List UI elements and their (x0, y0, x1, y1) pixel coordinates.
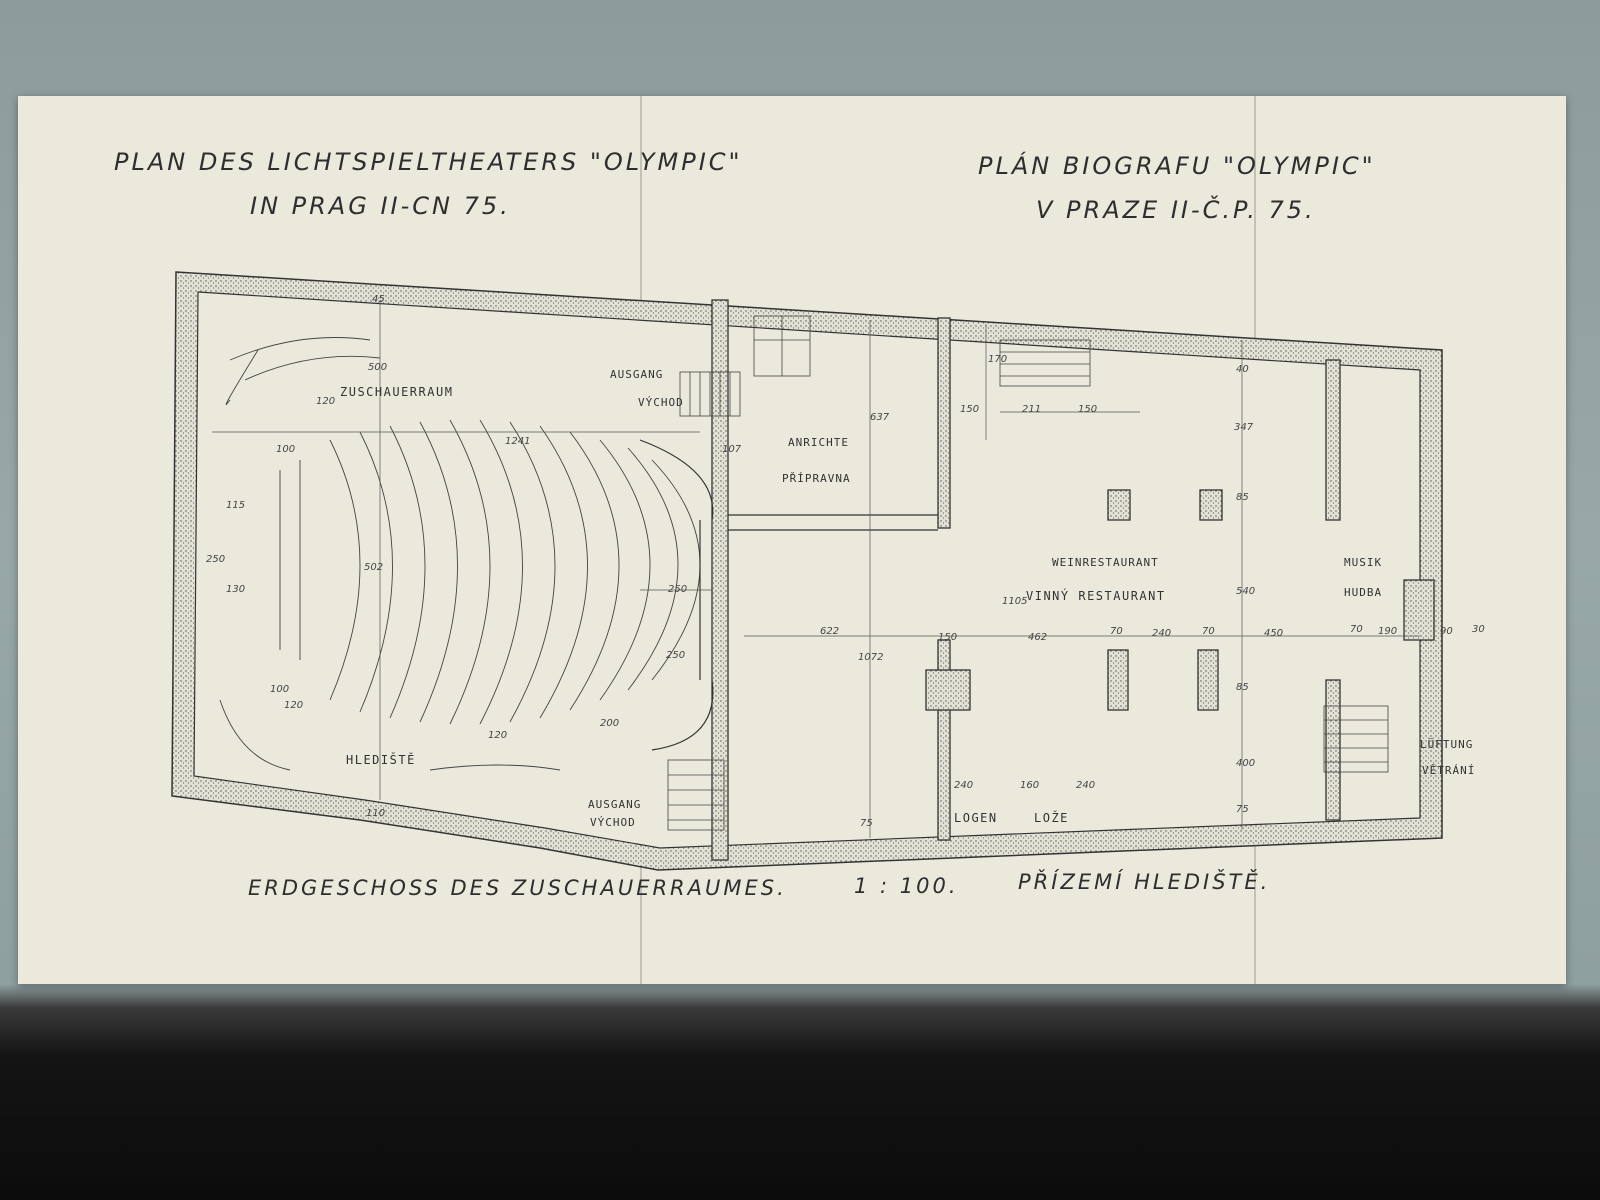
dim-100b: 100 (270, 684, 289, 695)
footer-german: ERDGESCHOSS DES ZUSCHAUERRAUMES. (248, 876, 787, 900)
dim-120b: 120 (284, 700, 303, 711)
dim-120a: 120 (316, 396, 335, 407)
dim-462: 462 (1028, 632, 1047, 643)
dim-85b: 85 (1236, 682, 1249, 693)
dim-75b: 75 (860, 818, 873, 829)
dim-120c: 120 (488, 730, 507, 741)
dim-250b: 250 (666, 650, 685, 661)
dim-240c: 240 (1076, 780, 1095, 791)
dim-347: 347 (1234, 422, 1254, 433)
dim-211: 211 (1022, 404, 1041, 415)
room-hlediste: HLEDIŠTĚ (346, 752, 416, 767)
room-musik: MUSIK (1344, 556, 1382, 569)
title-czech: PLÁN BIOGRAFU "OLYMPIC" (978, 152, 1376, 180)
dim-637: 637 (870, 412, 890, 423)
dimension-labels: 1241 250 250 250 622 150 462 70 240 70 4… (206, 294, 1485, 829)
dim-70a: 70 (1110, 626, 1123, 637)
dim-502: 502 (364, 562, 383, 573)
room-hudba: HUDBA (1344, 586, 1382, 599)
dim-250c: 250 (206, 554, 225, 565)
dim-250a: 250 (668, 584, 687, 595)
dim-240b: 240 (954, 780, 973, 791)
dim-130: 130 (226, 584, 245, 595)
dim-70b: 70 (1202, 626, 1215, 637)
dim-1241: 1241 (505, 436, 530, 447)
room-vetrani: VĚTRÁNÍ (1422, 764, 1475, 777)
dim-500: 500 (368, 362, 387, 373)
dim-200: 200 (600, 718, 619, 729)
exit-top-vychod: VÝCHOD (638, 396, 684, 409)
dim-400: 400 (1236, 758, 1255, 769)
dim-622: 622 (820, 626, 839, 637)
dim-150a: 150 (938, 632, 957, 643)
dim-30: 30 (1472, 624, 1485, 635)
dim-170: 170 (988, 354, 1007, 365)
address-czech: V PRAZE II-Č.P. 75. (1036, 196, 1316, 224)
dim-150b: 150 (1078, 404, 1097, 415)
dim-540: 540 (1236, 586, 1255, 597)
exit-bottom-vychod: VÝCHOD (590, 816, 636, 829)
title-german: PLAN DES LICHTSPIELTHEATERS "OLYMPIC" (114, 148, 743, 176)
dim-190: 190 (1378, 626, 1397, 637)
dim-85a: 85 (1236, 492, 1249, 503)
room-pripravna: PŘÍPRAVNA (782, 472, 851, 485)
room-anrichte: ANRICHTE (788, 436, 849, 449)
address-german: IN PRAG II-CN 75. (250, 192, 511, 220)
exit-top-ausgang: AUSGANG (610, 368, 663, 381)
room-loze: LOŽE (1034, 810, 1069, 825)
dimension-lines (212, 300, 1420, 838)
auditorium-seating (219, 337, 701, 771)
room-weinrestaurant: WEINRESTAURANT (1052, 556, 1159, 569)
dim-90: 90 (1440, 626, 1453, 637)
dim-110: 110 (366, 808, 385, 819)
staircases (667, 315, 1389, 831)
dim-160: 160 (1020, 780, 1039, 791)
dim-70c: 70 (1350, 624, 1363, 635)
room-zuschauerraum: ZUSCHAUERRAUM (340, 385, 453, 399)
dim-450: 450 (1264, 628, 1283, 639)
scale-label: 1 : 100. (854, 874, 959, 898)
room-luftung: LÜFTUNG (1420, 738, 1473, 751)
dim-1072: 1072 (858, 652, 883, 663)
partition-walls (711, 299, 1435, 861)
dim-150c: 150 (960, 404, 979, 415)
dim-75a: 75 (1236, 804, 1249, 815)
stage-curve (639, 439, 714, 751)
dim-1105: 1105 (1002, 596, 1027, 607)
dim-107: 107 (722, 444, 742, 455)
outer-walls (171, 271, 1443, 871)
footer-czech: PŘÍZEMÍ HLEDIŠTĚ. (1018, 870, 1271, 894)
dim-40: 40 (1236, 364, 1249, 375)
dim-100a: 100 (276, 444, 295, 455)
dim-240a: 240 (1152, 628, 1171, 639)
dim-115: 115 (226, 500, 245, 511)
dim-45: 45 (372, 294, 385, 305)
exit-bottom-ausgang: AUSGANG (588, 798, 641, 811)
room-logen: LOGEN (954, 811, 998, 825)
room-vinny-restaurant: VINNÝ RESTAURANT (1026, 588, 1166, 603)
